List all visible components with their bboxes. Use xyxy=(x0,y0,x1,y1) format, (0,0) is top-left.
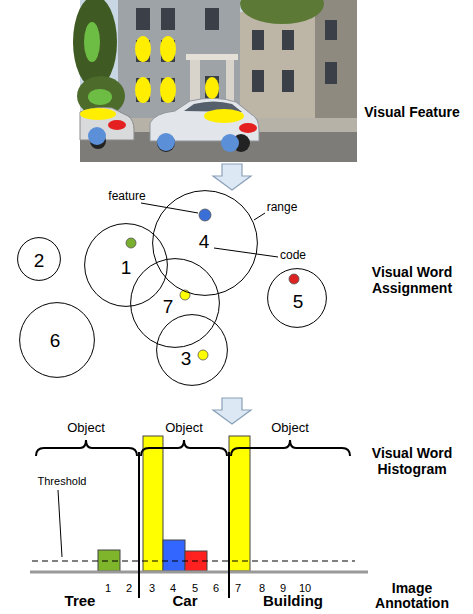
axis-tick: 3 xyxy=(149,582,155,595)
axis-tick: 7 xyxy=(235,582,241,595)
feature-marks xyxy=(80,22,257,152)
circle-outline xyxy=(18,238,61,281)
code-number: 2 xyxy=(34,251,45,270)
circle-outline xyxy=(131,259,220,348)
axis-tick: 2 xyxy=(126,582,132,595)
feature-dots xyxy=(126,209,299,360)
stage-label: Visual Feature xyxy=(364,104,460,120)
threshold-line xyxy=(32,561,355,562)
flow-arrow xyxy=(213,164,251,190)
code-number: 4 xyxy=(199,232,210,251)
code-circle: 7 xyxy=(130,258,220,348)
circle-outline xyxy=(20,303,95,378)
code-circle: 4 xyxy=(152,190,258,296)
group-label: Object xyxy=(67,421,105,436)
code-number: 6 xyxy=(50,331,61,350)
circle-outline xyxy=(85,224,168,307)
code-circle: 3 xyxy=(156,314,228,386)
code-number: 3 xyxy=(181,349,192,368)
code-number: 7 xyxy=(163,297,174,316)
annotation-label: range xyxy=(267,201,298,215)
annotation-word: Building xyxy=(263,592,323,609)
stage-label: Visual Word Histogram xyxy=(364,445,460,477)
group-label: Object xyxy=(165,421,203,436)
axis-tick: 1 xyxy=(105,582,111,595)
stage-label: Image Annotation xyxy=(364,581,460,611)
circle-outline xyxy=(153,191,258,296)
annotation-label: feature xyxy=(108,190,145,204)
annotation-label: code xyxy=(280,249,306,263)
flow-arrow xyxy=(213,398,251,424)
stage-label: Visual Word Assignment xyxy=(364,264,460,296)
code-circle: 5 xyxy=(267,268,327,328)
circle-outline xyxy=(130,258,220,348)
code-circle: 1 xyxy=(84,223,168,307)
code-circle: 6 xyxy=(19,302,95,378)
circle-outline xyxy=(268,269,327,328)
circle-outline xyxy=(157,315,228,386)
histogram-bars xyxy=(98,436,250,571)
code-number: 5 xyxy=(293,292,304,311)
circle-outline xyxy=(156,314,228,386)
annotation-word: Tree xyxy=(65,592,96,609)
axis-tick: 6 xyxy=(213,582,219,595)
code-number: 1 xyxy=(121,258,132,277)
threshold-label: Threshold xyxy=(38,475,87,488)
code-circle: 2 xyxy=(17,237,61,281)
object-braces xyxy=(36,440,350,598)
axis-line xyxy=(30,571,368,574)
annotation-word: Car xyxy=(172,592,197,609)
street-photo xyxy=(73,0,357,162)
group-label: Object xyxy=(271,421,309,436)
